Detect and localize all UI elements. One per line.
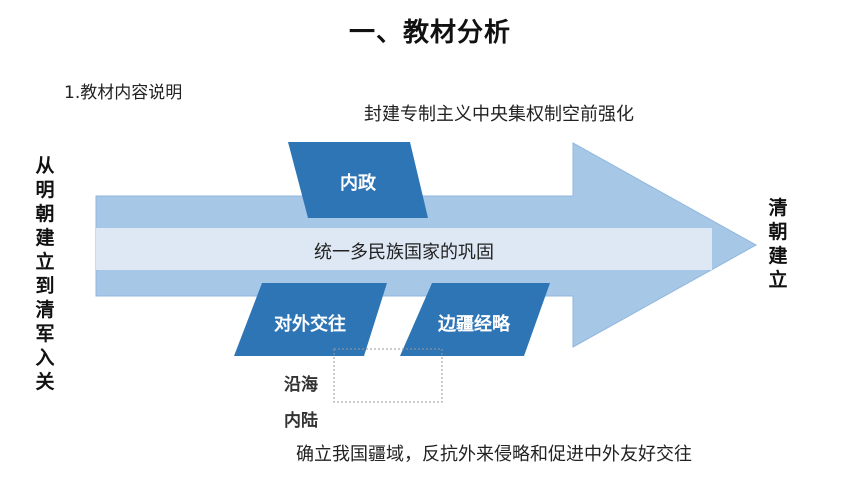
- inner-politics-label: 内政: [340, 173, 376, 194]
- inland-label: 内陆: [284, 411, 318, 431]
- band-label: 统一多民族国家的巩固: [314, 242, 494, 263]
- left-timeline-label: 从明朝建立到清军入关: [35, 155, 55, 393]
- top-caption: 封建专制主义中央集权制空前强化: [364, 104, 634, 125]
- right-timeline-label: 清朝建立: [768, 197, 788, 291]
- dotted-bracket: [333, 348, 443, 403]
- page-title: 一、教材分析: [348, 18, 511, 48]
- foreign-relations-box: [234, 283, 387, 356]
- bottom-caption: 确立我国疆域，反抗外来侵略和促进中外友好交往: [296, 444, 692, 465]
- center-band: [96, 228, 712, 270]
- section-label: 1.教材内容说明: [64, 83, 183, 103]
- frontier-strategy-label: 边疆经略: [438, 314, 510, 335]
- foreign-relations-label: 对外交往: [274, 314, 346, 335]
- coastal-label: 沿海: [284, 375, 318, 395]
- inner-politics-box: [288, 142, 428, 218]
- frontier-strategy-box: [400, 283, 550, 356]
